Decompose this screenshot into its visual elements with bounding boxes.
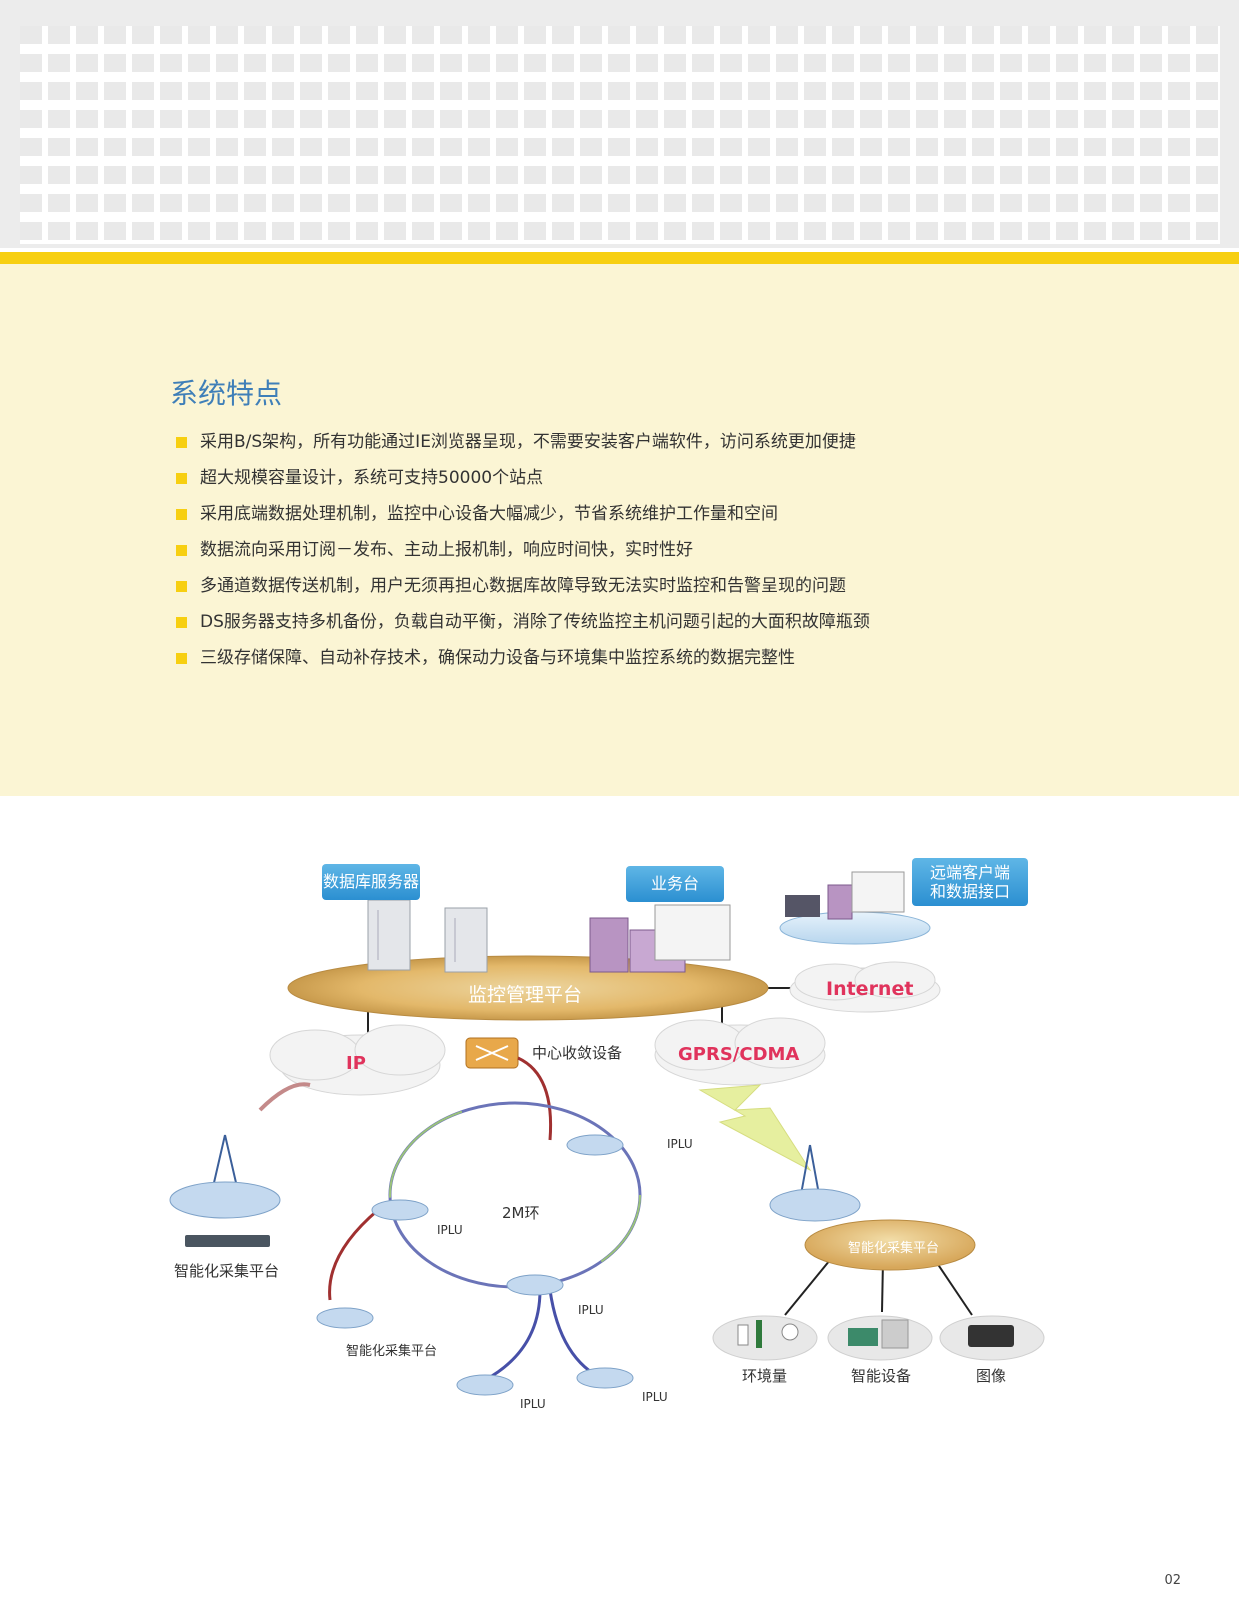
- square-bullet-icon: [176, 545, 187, 556]
- header-tile-pattern: [0, 0, 1239, 248]
- yellow-divider-bar: [0, 252, 1239, 264]
- feature-item: DS服务器支持多机备份，负载自动平衡，消除了传统监控主机问题引起的大面积故障瓶颈: [176, 604, 870, 640]
- ring-2m: [388, 1101, 642, 1289]
- page-number: 02: [1164, 1573, 1181, 1588]
- feature-item: 数据流向采用订阅－发布、主动上报机制，响应时间快，实时性好: [176, 532, 870, 568]
- features-panel: 系统特点 采用B/S架构，所有功能通过IE浏览器呈现，不需要安装客户端软件，访问…: [0, 264, 1239, 796]
- workstation-icon: [589, 904, 731, 973]
- square-bullet-icon: [176, 617, 187, 628]
- ring-label: 2M环: [502, 1204, 540, 1222]
- feature-item: 采用底端数据处理机制，监控中心设备大幅减少，节省系统维护工作量和空间: [176, 496, 870, 532]
- ip-link: [258, 1082, 311, 1112]
- gprs-label: GPRS/CDMA: [678, 1044, 800, 1065]
- internet-label: Internet: [826, 978, 914, 1000]
- square-bullet-icon: [176, 653, 187, 664]
- feature-item: 多通道数据传送机制，用户无须再担心数据库故障导致无法实时监控和告警呈现的问题: [176, 568, 870, 604]
- network-diagram: 数据库服务器 业务台 远端客户端 和数据接口 监控管理平台 Internet I…: [160, 858, 1080, 1460]
- features-list: 采用B/S架构，所有功能通过IE浏览器呈现，不需要安装客户端软件，访问系统更加便…: [176, 424, 870, 676]
- remote-client-tag: 远端客户端 和数据接口: [912, 858, 1028, 906]
- ip-cloud: [269, 1024, 446, 1096]
- iplu-label: IPLU: [437, 1223, 463, 1237]
- left-red-link: [328, 1208, 379, 1301]
- acquisition-device-icon: [185, 1235, 270, 1247]
- image-label: 图像: [976, 1367, 1007, 1385]
- acq-ring-label: 智能化采集平台: [346, 1344, 438, 1359]
- iplu-label: IPLU: [667, 1137, 693, 1151]
- right-acq-disc: [804, 1219, 976, 1271]
- iplu-label: IPLU: [578, 1303, 604, 1317]
- diagram-graphics: [169, 871, 1045, 1396]
- center-device-label: 中心收敛设备: [532, 1044, 623, 1062]
- db-server-tag: 数据库服务器: [322, 864, 420, 900]
- business-desk-tag: 业务台: [626, 866, 724, 902]
- acq-right-label: 智能化采集平台: [848, 1241, 940, 1256]
- platform-label: 监控管理平台: [468, 984, 583, 1006]
- acq-left-label: 智能化采集平台: [174, 1262, 280, 1280]
- square-bullet-icon: [176, 509, 187, 520]
- feature-item: 采用B/S架构，所有功能通过IE浏览器呈现，不需要安装客户端软件，访问系统更加便…: [176, 424, 870, 460]
- device-icons: [737, 1319, 1014, 1349]
- server-icons: [367, 899, 488, 973]
- iplu-label: IPLU: [520, 1397, 546, 1411]
- feature-item: 三级存储保障、自动补存技术，确保动力设备与环境集中监控系统的数据完整性: [176, 640, 870, 676]
- wireless-lightning-icon: [698, 1084, 812, 1172]
- ip-label: IP: [346, 1053, 366, 1074]
- square-bullet-icon: [176, 473, 187, 484]
- features-title: 系统特点: [170, 377, 283, 410]
- remote-client-icon: [785, 871, 905, 920]
- gprs-cloud: [654, 1017, 826, 1086]
- square-bullet-icon: [176, 437, 187, 448]
- iplu-label: IPLU: [642, 1390, 668, 1404]
- smart-device-label: 智能设备: [851, 1367, 912, 1385]
- hex-clusters: [169, 1134, 861, 1396]
- env-label: 环境量: [742, 1367, 788, 1385]
- square-bullet-icon: [176, 581, 187, 592]
- center-ring-link: [517, 1056, 553, 1141]
- internet-cloud: [789, 961, 941, 1013]
- tower-icons: [209, 1134, 821, 1201]
- feature-item: 超大规模容量设计，系统可支持50000个站点: [176, 460, 870, 496]
